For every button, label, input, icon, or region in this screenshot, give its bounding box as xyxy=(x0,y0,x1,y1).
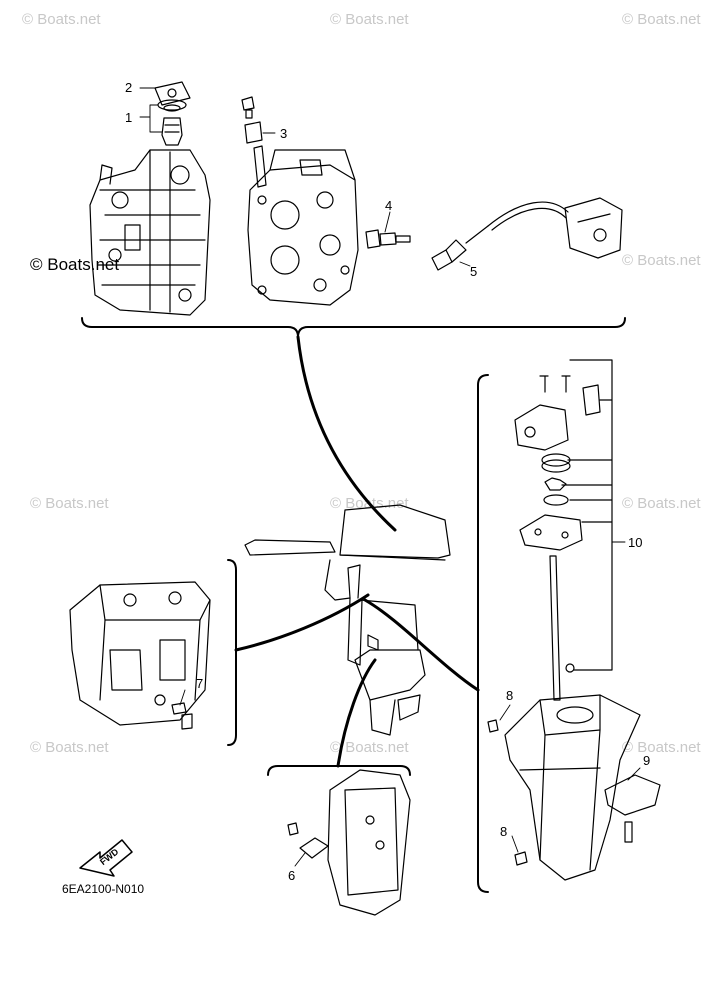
watermark: © Boats.net xyxy=(330,11,409,28)
callout-10: 10 xyxy=(628,535,642,550)
callout-4: 4 xyxy=(385,198,392,213)
anode xyxy=(604,774,661,843)
outboard-motor xyxy=(244,504,451,736)
leader-left xyxy=(234,593,370,652)
watermark: © Boats.net xyxy=(622,739,701,756)
watermarks: © Boats.net © Boats.net © Boats.net © Bo… xyxy=(22,11,701,756)
callout-8-upper: 8 xyxy=(506,688,513,703)
temperature-sensor xyxy=(365,229,411,249)
top-bracket xyxy=(81,317,626,338)
leader-top xyxy=(296,335,397,532)
watermark: © Boats.net xyxy=(30,495,109,512)
callouts: 1 2 3 4 5 6 7 8 8 9 10 xyxy=(125,80,650,883)
drive-shaft xyxy=(549,555,575,701)
callout-1: 1 xyxy=(125,110,132,125)
watermark: © Boats.net xyxy=(622,11,701,28)
callout-9: 9 xyxy=(643,753,650,768)
bolts xyxy=(487,719,528,866)
watermark: © Boats.net xyxy=(622,252,701,269)
kit-bracket xyxy=(561,359,613,671)
right-bracket xyxy=(477,374,489,893)
left-bracket xyxy=(227,559,237,746)
bottom-bracket xyxy=(267,765,411,776)
plug-spacer xyxy=(241,96,267,188)
callout-6: 6 xyxy=(288,868,295,883)
callout-7: 7 xyxy=(196,676,203,691)
gear-case xyxy=(504,694,641,881)
cylinder-head xyxy=(247,149,359,306)
diagram-code: 6EA2100-N010 xyxy=(62,882,144,896)
motor-bracket xyxy=(287,769,411,916)
watermark: © Boats.net xyxy=(22,11,101,28)
callout-5: 5 xyxy=(470,264,477,279)
watermark: © Boats.net xyxy=(622,495,701,512)
leader-bottom xyxy=(336,658,377,768)
watermark-prominent: © Boats.net xyxy=(30,255,119,274)
watermark: © Boats.net xyxy=(330,739,409,756)
sensor-lead xyxy=(431,197,623,271)
leader-right xyxy=(363,598,480,692)
watermark: © Boats.net xyxy=(30,739,109,756)
leader-lines xyxy=(139,87,641,867)
callout-3: 3 xyxy=(280,126,287,141)
fwd-arrow: FWD xyxy=(79,839,133,877)
thermostat-assembly xyxy=(154,81,191,146)
crankcase-block xyxy=(89,149,211,316)
callout-8-lower: 8 xyxy=(500,824,507,839)
callout-2: 2 xyxy=(125,80,132,95)
water-pump-kit xyxy=(514,375,601,551)
lower-case xyxy=(69,581,211,730)
